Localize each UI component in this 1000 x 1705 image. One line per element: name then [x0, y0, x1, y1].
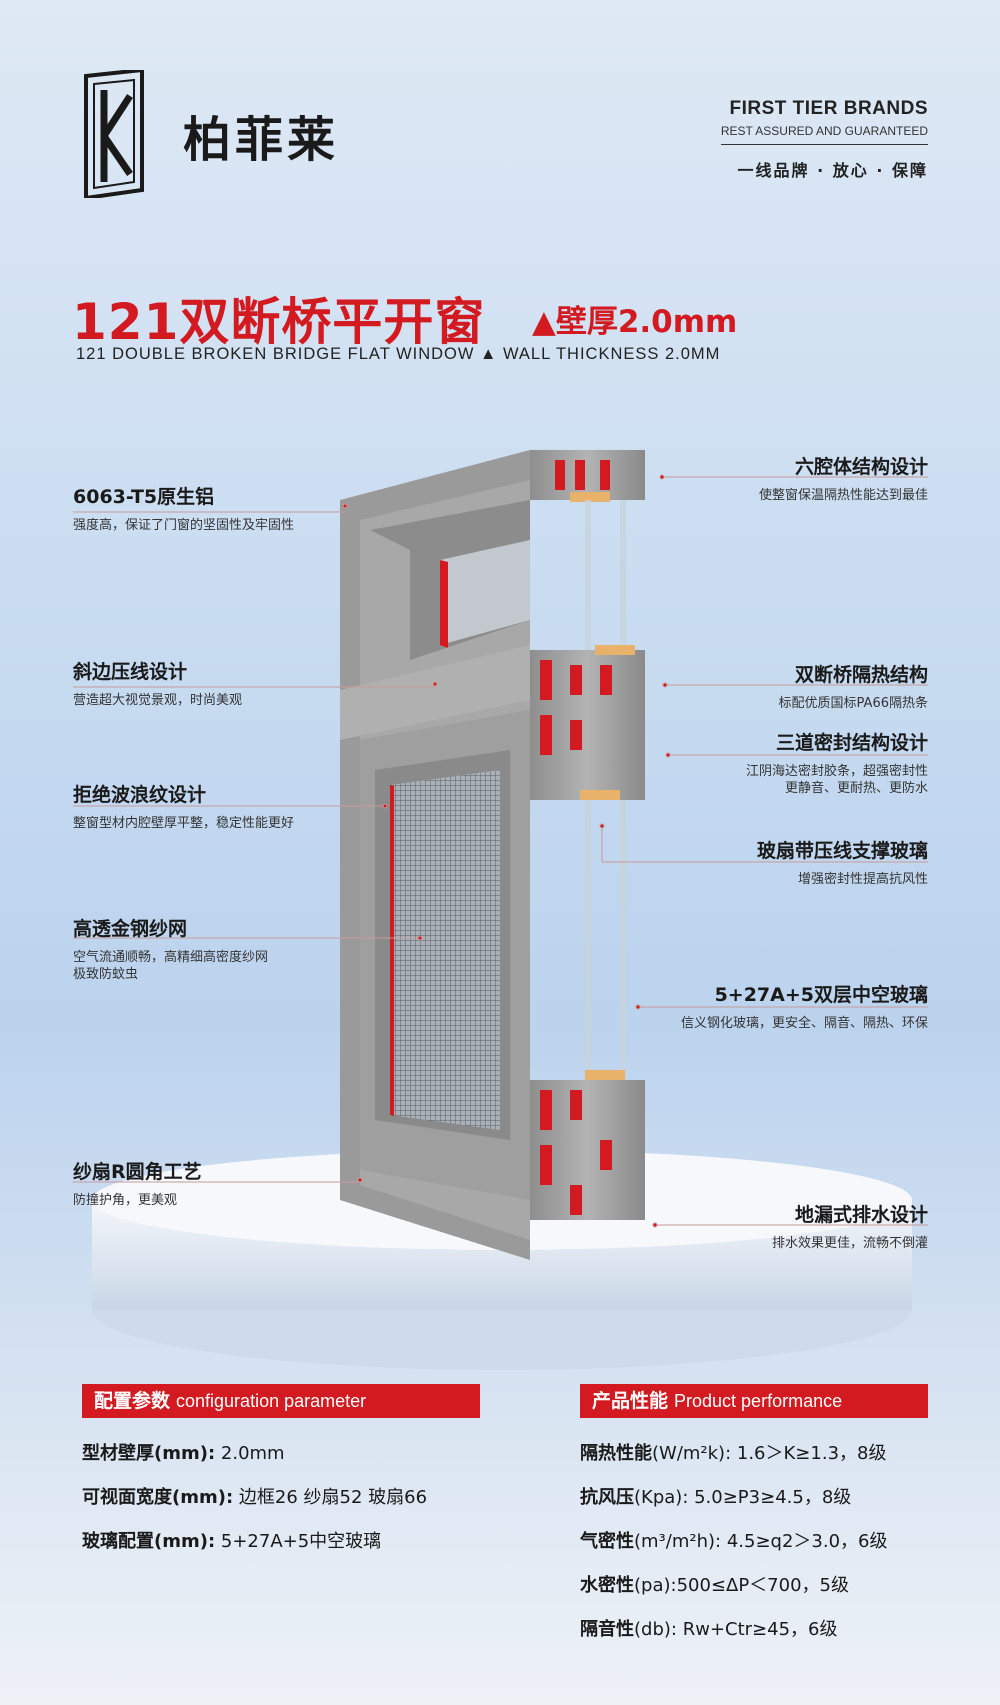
perf-value: :500≤ΔP＜700，5级	[670, 1575, 849, 1596]
config-label: 型材壁厚(mm):	[82, 1443, 216, 1464]
annotation-desc: 整窗型材内腔壁厚平整，稳定性能更好	[73, 816, 295, 831]
annotation-title: 三道密封结构设计	[775, 732, 928, 754]
perf-unit: (W/m²k)	[652, 1443, 726, 1464]
config-row: 型材壁厚(mm): 2.0mm	[82, 1432, 480, 1476]
perf-value: : 4.5≥q2＞3.0，6级	[715, 1531, 888, 1552]
performance-header-en: Product performance	[674, 1391, 843, 1411]
annotation-desc: 排水效果更佳，流畅不倒灌	[771, 1236, 928, 1251]
performance-row: 隔音性(db): Rw+Ctr≥45，6级	[580, 1608, 928, 1652]
performance-row: 抗风压(Kpa): 5.0≥P3≥4.5，8级	[580, 1476, 928, 1520]
perf-label: 水密性	[580, 1575, 634, 1596]
performance-row: 水密性(pa):500≤ΔP＜700，5级	[580, 1564, 928, 1608]
perf-label: 气密性	[580, 1531, 634, 1552]
annotation-desc: 标配优质国标PA66隔热条	[778, 696, 928, 711]
annotation-desc: 营造超大视觉景观，时尚美观	[73, 693, 243, 708]
annotation-desc: 增强密封性提高抗风性	[797, 872, 928, 887]
perf-value: : 1.6＞K≥1.3，8级	[725, 1443, 887, 1464]
page-title-en: 121 DOUBLE BROKEN BRIDGE FLAT WINDOW ▲ W…	[76, 345, 721, 363]
config-row: 玻璃配置(mm): 5+27A+5中空玻璃	[82, 1520, 480, 1564]
annotation-title: 玻扇带压线支撑玻璃	[756, 840, 928, 862]
perf-label: 抗风压	[580, 1487, 634, 1508]
annotation-title: 六腔体结构设计	[794, 456, 928, 478]
annotation-title: 高透金钢纱网	[73, 918, 188, 940]
annotation-desc: 空气流通顺畅，高精细高密度纱网	[73, 950, 269, 965]
config-header-cn: 配置参数	[94, 1390, 171, 1412]
annotation-glass-bead: 玻扇带压线支撑玻璃 增强密封性提高抗风性	[757, 836, 928, 888]
perf-unit: (m³/m²h)	[634, 1531, 716, 1552]
annotation-desc: 极致防蚊虫	[73, 967, 139, 982]
annotation-screen-mesh: 高透金钢纱网 空气流通顺畅，高精细高密度纱网 极致防蚊虫	[73, 914, 268, 983]
perf-value: : 5.0≥P3≥4.5，8级	[682, 1487, 852, 1508]
config-value: 2.0mm	[215, 1443, 285, 1464]
podium-graphic	[92, 1150, 912, 1370]
brand-en-title: FIRST TIER BRANDS	[729, 98, 928, 119]
perf-value: : Rw+Ctr≥45，6级	[670, 1619, 838, 1640]
performance-row: 气密性(m³/m²h): 4.5≥q2＞3.0，6级	[580, 1520, 928, 1564]
performance-row: 隔热性能(W/m²k): 1.6＞K≥1.3，8级	[580, 1432, 928, 1476]
config-label: 可视面宽度(mm):	[82, 1487, 234, 1508]
config-header-en: configuration parameter	[176, 1391, 367, 1411]
annotation-desc: 强度高，保证了门窗的坚固性及牢固性	[73, 518, 295, 533]
annotation-rounded-corner: 纱扇R圆角工艺 防撞护角，更美观	[73, 1157, 202, 1209]
performance-header-cn: 产品性能	[592, 1390, 669, 1412]
annotation-desc: 信义钢化玻璃，更安全、隔音、隔热、环保	[680, 1016, 928, 1031]
annotation-aluminum: 6063-T5原生铝 强度高，保证了门窗的坚固性及牢固性	[73, 482, 294, 534]
annotation-desc: 江阴海达密封胶条，超强密封性	[745, 764, 928, 779]
config-value: 5+27A+5中空玻璃	[215, 1531, 382, 1552]
perf-unit: (pa)	[634, 1575, 671, 1596]
annotation-desc: 防撞护角，更美观	[73, 1193, 178, 1208]
perf-unit: (Kpa)	[634, 1487, 683, 1508]
annotation-title: 5+27A+5双层中空玻璃	[714, 984, 928, 1006]
config-row: 可视面宽度(mm): 边框26 纱扇52 玻扇66	[82, 1476, 480, 1520]
perf-label: 隔音性	[580, 1619, 634, 1640]
annotation-title: 双断桥隔热结构	[794, 664, 928, 686]
perf-label: 隔热性能	[580, 1443, 652, 1464]
brand-cn-slogan: 一线品牌 · 放心 · 保障	[737, 161, 928, 180]
page-title: 121双断桥平开窗	[72, 293, 486, 351]
logo-icon	[84, 70, 144, 198]
annotation-title: 地漏式排水设计	[794, 1204, 928, 1226]
annotation-title: 6063-T5原生铝	[73, 486, 215, 508]
page-subtitle: ▲壁厚2.0mm	[532, 304, 738, 340]
annotation-six-chamber: 六腔体结构设计 使整窗保温隔热性能达到最佳	[759, 452, 928, 504]
annotation-title: 纱扇R圆角工艺	[73, 1161, 202, 1183]
perf-unit: (db)	[634, 1619, 671, 1640]
brand-en-subtitle: REST ASSURED AND GUARANTEED	[720, 124, 928, 145]
brand-slogan: FIRST TIER BRANDS REST ASSURED AND GUARA…	[720, 98, 928, 181]
config-label: 玻璃配置(mm):	[82, 1531, 216, 1552]
window-profile-illustration	[340, 450, 645, 1260]
annotation-no-wave: 拒绝波浪纹设计 整窗型材内腔壁厚平整，稳定性能更好	[73, 780, 294, 832]
config-value: 边框26 纱扇52 玻扇66	[233, 1487, 428, 1508]
annotation-title: 斜边压线设计	[73, 661, 188, 683]
annotation-triple-seal: 三道密封结构设计 江阴海达密封胶条，超强密封性 更静音、更耐热、更防水	[746, 728, 928, 797]
annotation-drainage: 地漏式排水设计 排水效果更佳，流畅不倒灌	[772, 1200, 928, 1252]
annotation-title: 拒绝波浪纹设计	[73, 784, 207, 806]
annotation-bevel-bead: 斜边压线设计 营造超大视觉景观，时尚美观	[73, 657, 242, 709]
annotation-hollow-glass: 5+27A+5双层中空玻璃 信义钢化玻璃，更安全、隔音、隔热、环保	[681, 980, 928, 1032]
logo-text: 柏菲莱	[183, 112, 340, 168]
annotation-thermal-break: 双断桥隔热结构 标配优质国标PA66隔热条	[779, 660, 928, 712]
annotation-desc: 使整窗保温隔热性能达到最佳	[758, 488, 928, 503]
annotation-desc: 更静音、更耐热、更防水	[784, 781, 928, 796]
